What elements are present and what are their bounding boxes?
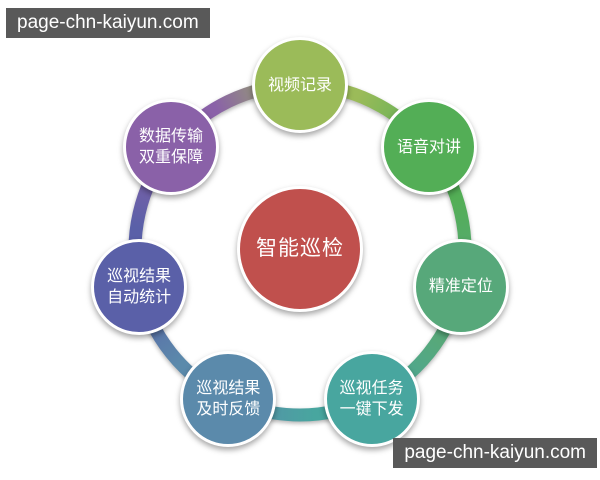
cycle-node-label: 巡视结果 (196, 379, 261, 397)
watermark-top-left: page-chn-kaiyun.com (6, 8, 210, 38)
hub-label: 智能巡检 (256, 237, 344, 260)
cycle-node-label: 视频记录 (267, 76, 332, 94)
cycle-node-label: 巡视任务 (339, 379, 404, 397)
cycle-node-2: 精准定位 (412, 238, 509, 335)
cycle-node-label: 巡视结果 (107, 267, 172, 285)
cycle-node-0: 视频记录 (252, 37, 348, 133)
cycle-node-label: 双重保障 (138, 149, 203, 167)
cycle-node-label: 数据传输 (138, 128, 203, 146)
cycle-node-label: 一键下发 (339, 400, 404, 418)
cycle-node-6: 数据传输双重保障 (122, 99, 219, 196)
watermark-bottom-right: page-chn-kaiyun.com (393, 438, 597, 468)
cycle-node-label: 语音对讲 (396, 138, 461, 156)
cycle-node-3: 巡视任务一键下发 (323, 350, 420, 447)
cycle-node-label: 自动统计 (107, 288, 172, 306)
hub-node: 智能巡检 (237, 186, 363, 312)
cycle-node-label: 精准定位 (428, 278, 493, 296)
cycle-node-1: 语音对讲 (381, 99, 477, 196)
cycle-node-5: 巡视结果自动统计 (91, 238, 188, 335)
cycle-node-4: 巡视结果及时反馈 (180, 350, 277, 447)
cycle-node-label: 及时反馈 (196, 400, 261, 418)
